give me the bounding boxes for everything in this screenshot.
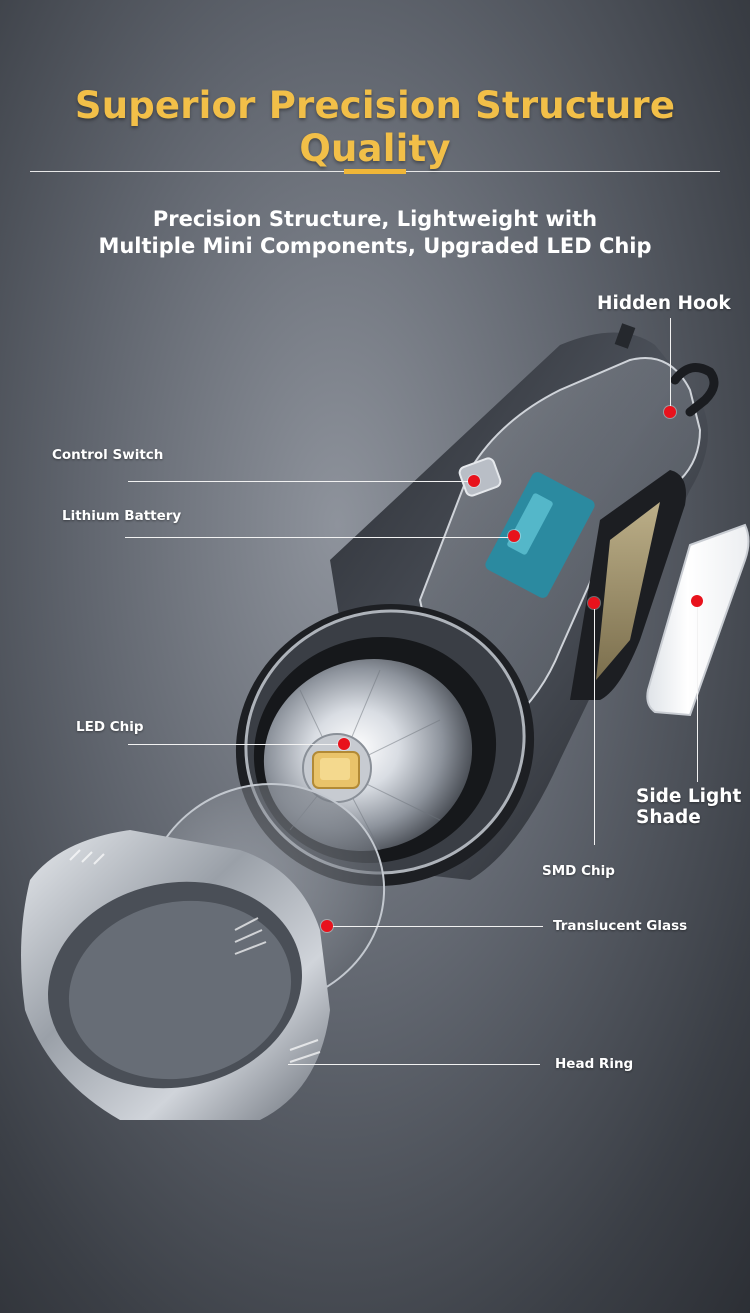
led-chip-leader [128,744,343,745]
control-switch-label: Control Switch [52,447,164,463]
smd-chip-leader [594,609,595,845]
led-chip-label: LED Chip [76,719,144,735]
control-switch-marker [468,475,480,487]
side-light-shade-label: Side Light Shade [636,786,741,828]
page-subtitle: Precision Structure, Lightweight with Mu… [0,206,750,260]
side-light-shade-marker [691,595,703,607]
flashlight-head [235,604,535,886]
page-title: Superior Precision Structure Quality [74,84,676,170]
title-divider-accent [344,169,406,174]
subtitle-line-2: Multiple Mini Components, Upgraded LED C… [98,234,652,258]
head-ring-label: Head Ring [555,1056,634,1072]
smd-chip-marker [588,597,600,609]
head-ring-leader [288,1064,540,1065]
control-switch-leader [128,481,474,482]
side-light-shade-leader [697,607,698,782]
led-chip [302,733,372,803]
hidden-hook-leader [670,318,671,410]
head-ring [21,830,330,1120]
subtitle-line-1: Precision Structure, Lightweight with [152,207,598,231]
led-chip-marker [338,738,350,750]
translucent-glass-leader [333,926,543,927]
lithium-battery-leader [125,537,513,538]
hidden-hook-marker [664,406,676,418]
lithium-battery-marker [508,530,520,542]
smd-chip-label: SMD Chip [542,863,615,879]
side-light-shade-label-line-1: Side Light [636,786,742,807]
lithium-battery-label: Lithium Battery [62,508,182,524]
translucent-glass-marker [321,920,333,932]
side-light-shade-label-line-2: Shade [636,807,701,828]
hidden-hook-label: Hidden Hook [597,293,731,314]
translucent-glass-label: Translucent Glass [553,918,688,934]
